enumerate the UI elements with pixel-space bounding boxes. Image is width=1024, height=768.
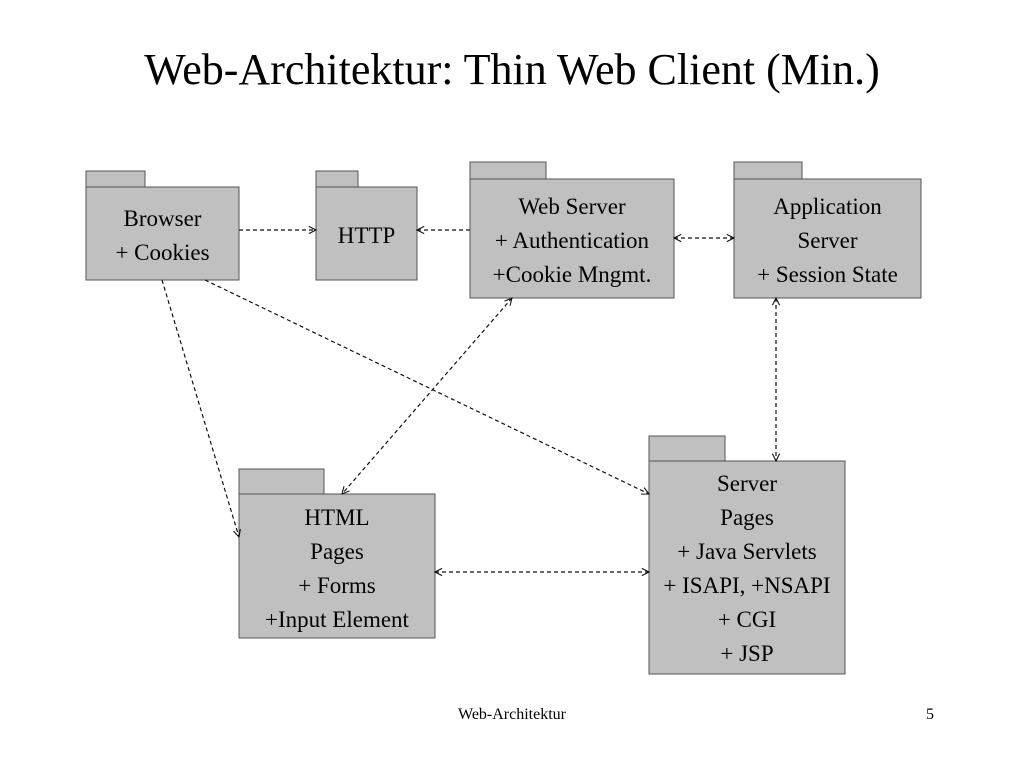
slide-title: Web-Architektur: Thin Web Client (Min.) <box>144 45 880 94</box>
package-http <box>315 170 418 281</box>
edge-browser-to-htmlpages <box>161 279 239 537</box>
page-number: 5 <box>926 706 934 723</box>
label-line: Pages <box>720 505 774 530</box>
label-line: + CGI <box>717 607 777 632</box>
label-line: + JSP <box>720 641 774 666</box>
label-line: Server <box>716 471 778 496</box>
label-line: + Cookies <box>115 240 210 265</box>
package-html-pages <box>238 468 436 639</box>
label-line: HTTP <box>337 223 396 248</box>
label-line: +Input Element <box>265 607 409 632</box>
edge-browser-to-serverpages <box>204 279 649 494</box>
label-line: + ISAPI, +NSAPI <box>663 573 831 598</box>
slide-footer: Web-Architektur <box>458 706 566 723</box>
label-line: + Authentication <box>494 228 650 253</box>
label-browser: Browser + Cookies <box>86 202 239 270</box>
package-web-server <box>469 161 675 299</box>
label-web-server: Web Server + Authentication +Cookie Mngm… <box>470 190 674 292</box>
edge-webserver-htmlpages <box>342 298 512 494</box>
label-server-pages: Server Pages + Java Servlets + ISAPI, +N… <box>629 467 865 671</box>
label-line: Server <box>797 228 858 253</box>
label-line: Browser <box>123 206 202 231</box>
label-line: Pages <box>310 539 364 564</box>
label-line: + Forms <box>298 573 376 598</box>
label-html-pages: HTML Pages + Forms +Input Element <box>239 501 435 637</box>
package-application-server <box>733 161 922 299</box>
label-line: Application <box>773 194 882 219</box>
label-line: + Session State <box>757 262 898 287</box>
label-line: HTML <box>304 505 370 530</box>
label-line: Web Server <box>518 194 626 219</box>
package-server-pages <box>648 435 846 675</box>
label-line: + Java Servlets <box>677 539 817 564</box>
label-line: +Cookie Mngmt. <box>492 262 652 287</box>
label-application-server: Application Server + Session State <box>734 190 921 292</box>
label-http: HTTP <box>316 219 417 253</box>
